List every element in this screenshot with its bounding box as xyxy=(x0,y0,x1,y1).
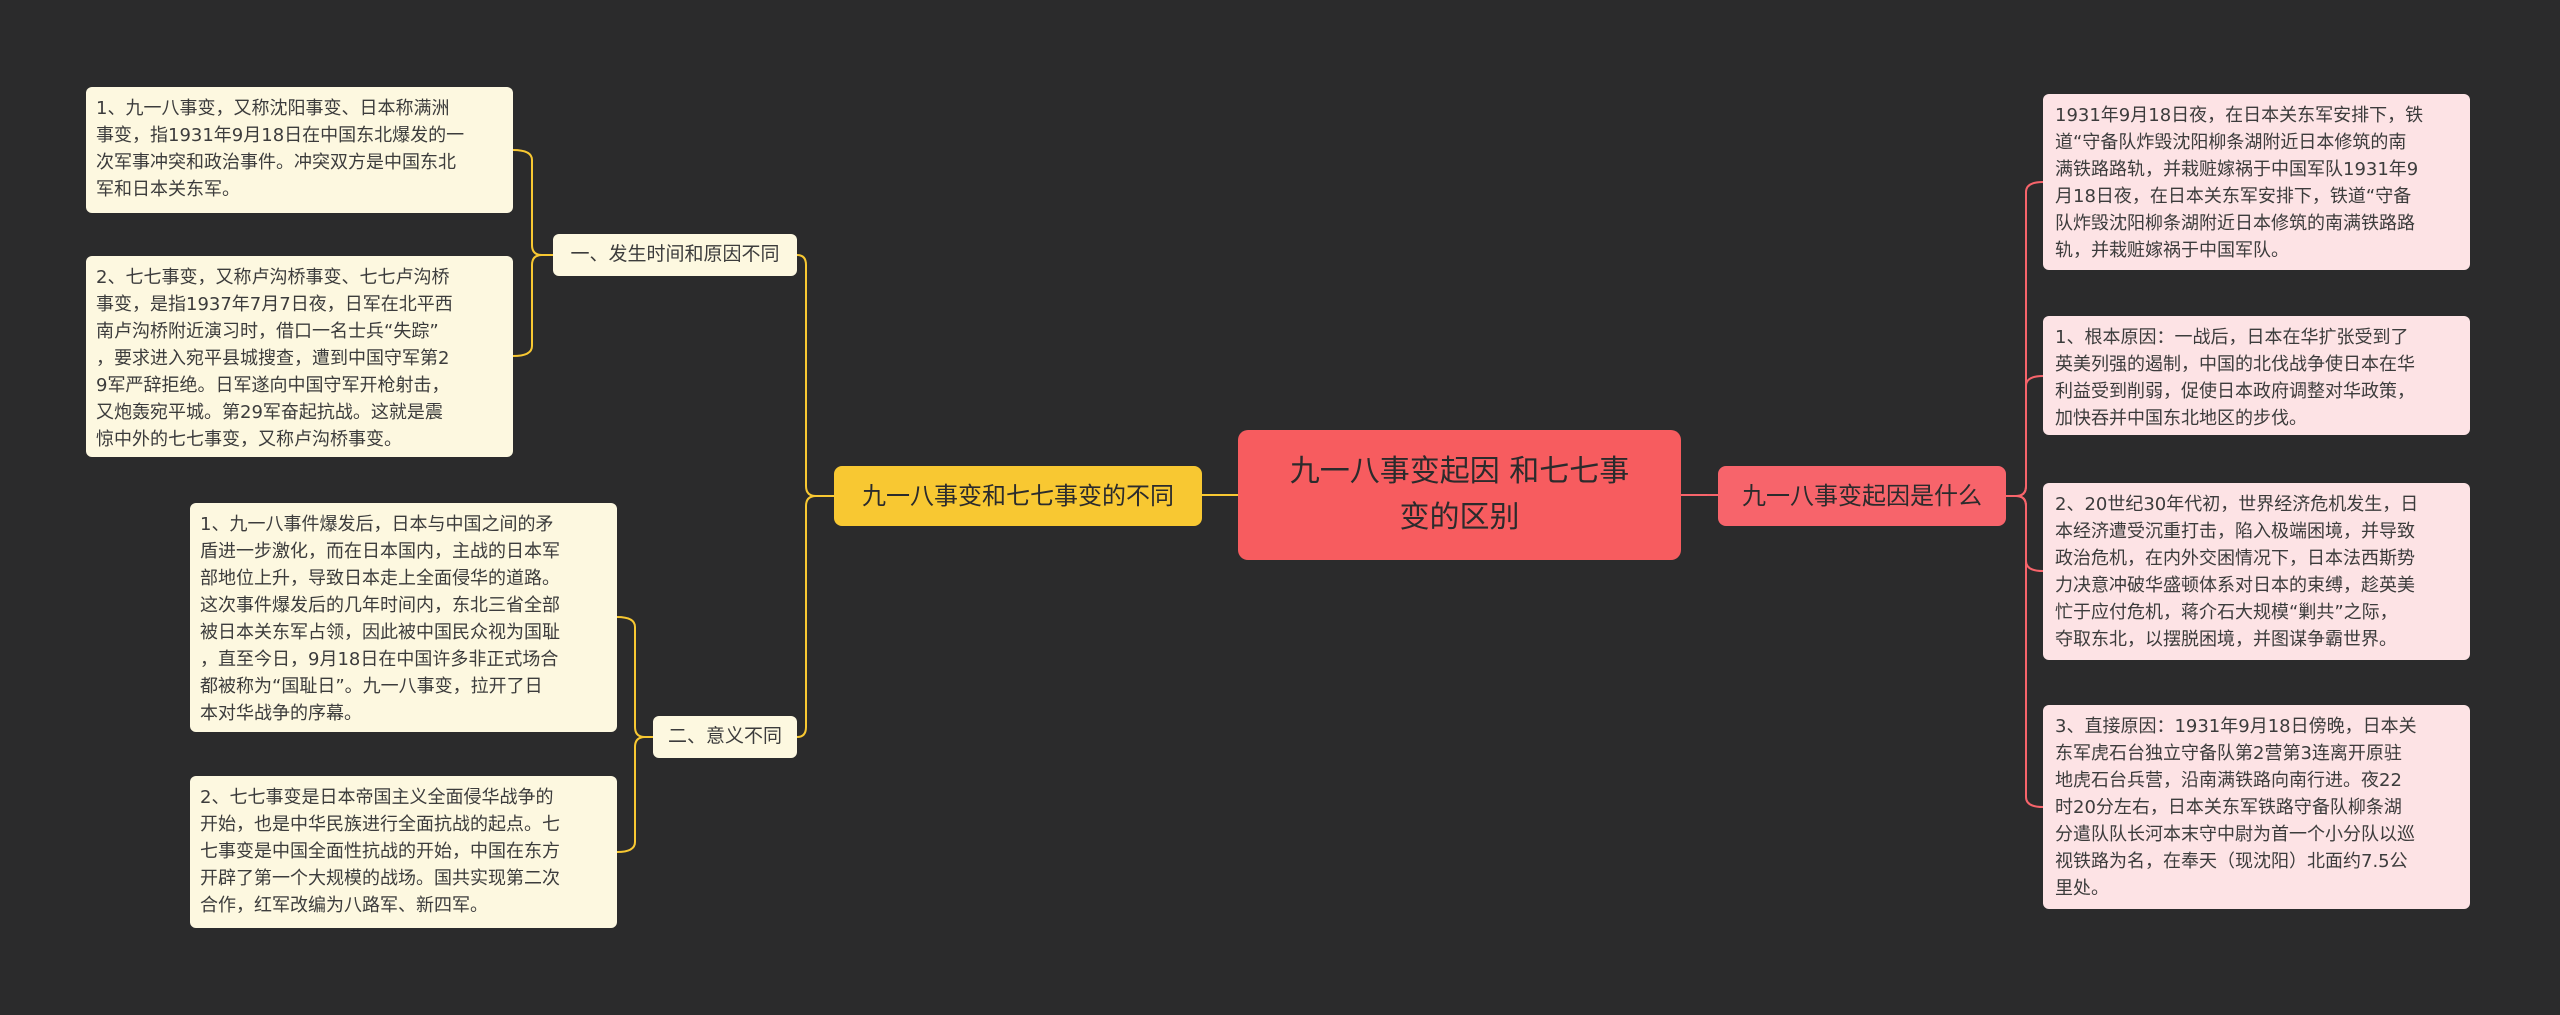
leaf-918-definition[interactable]: 1、九一八事变，又称沈阳事变、日本称满洲 事变，指1931年9月18日在中国东北… xyxy=(86,87,513,213)
link-sub1-leaf2 xyxy=(512,254,553,357)
leaf-cause-root[interactable]: 1、根本原因：一战后，日本在华扩张受到了 英美列强的遏制，中国的北伐战争使日本在… xyxy=(2043,316,2470,435)
left-branch-topic[interactable]: 九一八事变和七七事变的不同 xyxy=(834,466,1202,526)
subtopic-significance[interactable]: 二、意义不同 xyxy=(653,716,797,758)
link-left-sub1 xyxy=(796,254,834,497)
link-sub2-leaf3 xyxy=(616,616,653,738)
central-topic-label: 九一八事变起因 和七七事 变的区别 xyxy=(1289,454,1630,535)
link-right-leaf4 xyxy=(2006,495,2044,808)
central-topic[interactable]: 九一八事变起因 和七七事 变的区别 xyxy=(1238,430,1681,560)
leaf-cause-direct[interactable]: 3、直接原因：1931年9月18日傍晚，日本关 东军虎石台独立守备队第2营第3连… xyxy=(2043,705,2470,909)
subtopic-time-and-cause[interactable]: 一、发生时间和原因不同 xyxy=(553,234,797,276)
right-branch-topic[interactable]: 九一八事变起因是什么 xyxy=(1718,466,2006,526)
link-right-leaf1 xyxy=(2006,181,2044,497)
link-left-sub2 xyxy=(796,495,834,738)
leaf-77-definition[interactable]: 2、七七事变，又称卢沟桥事变、七七卢沟桥 事变，是指1937年7月7日夜，日军在… xyxy=(86,256,513,457)
link-right-leaf3 xyxy=(2006,495,2044,572)
link-right-leaf2 xyxy=(2006,375,2044,497)
leaf-cause-event[interactable]: 1931年9月18日夜，在日本关东军安排下，铁 道“守备队炸毁沈阳柳条湖附近日本… xyxy=(2043,94,2470,270)
link-sub2-leaf4 xyxy=(616,736,653,853)
leaf-918-significance[interactable]: 1、九一八事件爆发后，日本与中国之间的矛 盾进一步激化，而在日本国内，主战的日本… xyxy=(190,503,617,732)
leaf-77-significance[interactable]: 2、七七事变是日本帝国主义全面侵华战争的 开始，也是中华民族进行全面抗战的起点。… xyxy=(190,776,617,928)
link-sub1-leaf1 xyxy=(512,149,553,256)
leaf-cause-economic[interactable]: 2、20世纪30年代初，世界经济危机发生，日 本经济遭受沉重打击，陷入极端困境，… xyxy=(2043,483,2470,660)
